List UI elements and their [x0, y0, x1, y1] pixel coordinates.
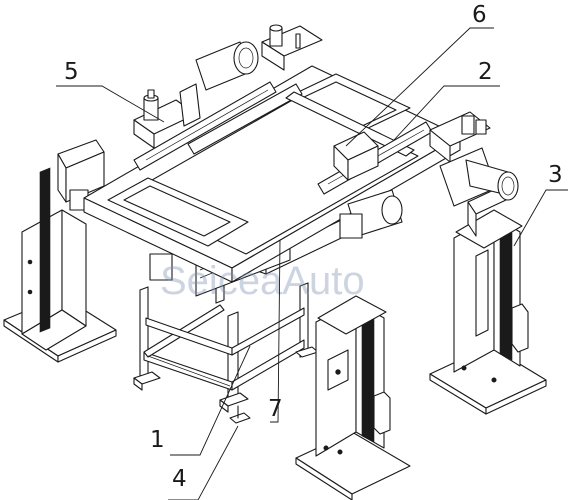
column-front: [315, 295, 391, 457]
callout-7: 7: [268, 396, 283, 422]
callout-3: 3: [548, 162, 563, 188]
leader-7: [270, 239, 281, 423]
top-motors: [133, 24, 519, 239]
watermark-text: SeiceaAuto: [160, 259, 365, 303]
floor-plate-front: [295, 431, 411, 500]
column-left: [21, 139, 105, 351]
leader-3: [513, 189, 568, 247]
callout-1: 1: [150, 427, 165, 453]
lower-frame: [133, 248, 319, 424]
callout-6: 6: [472, 2, 487, 28]
leader-5: [56, 85, 165, 123]
callout-5: 5: [64, 59, 79, 85]
callout-4: 4: [172, 466, 187, 492]
callout-leaders: [56, 27, 568, 500]
top-frame: [83, 65, 461, 283]
leader-4: [168, 425, 239, 500]
leader-1: [170, 345, 251, 456]
floor-plate-right: [429, 345, 547, 415]
leader-2: [393, 85, 500, 141]
column-right: [453, 187, 529, 383]
callout-2: 2: [478, 59, 493, 85]
leader-6: [345, 27, 494, 147]
